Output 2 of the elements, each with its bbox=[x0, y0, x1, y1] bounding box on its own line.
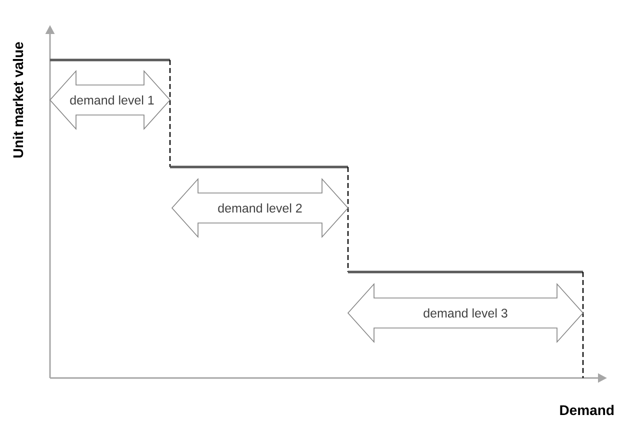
axis-title: Unit market value bbox=[12, 42, 24, 158]
axis-title: Demand bbox=[560, 404, 614, 416]
